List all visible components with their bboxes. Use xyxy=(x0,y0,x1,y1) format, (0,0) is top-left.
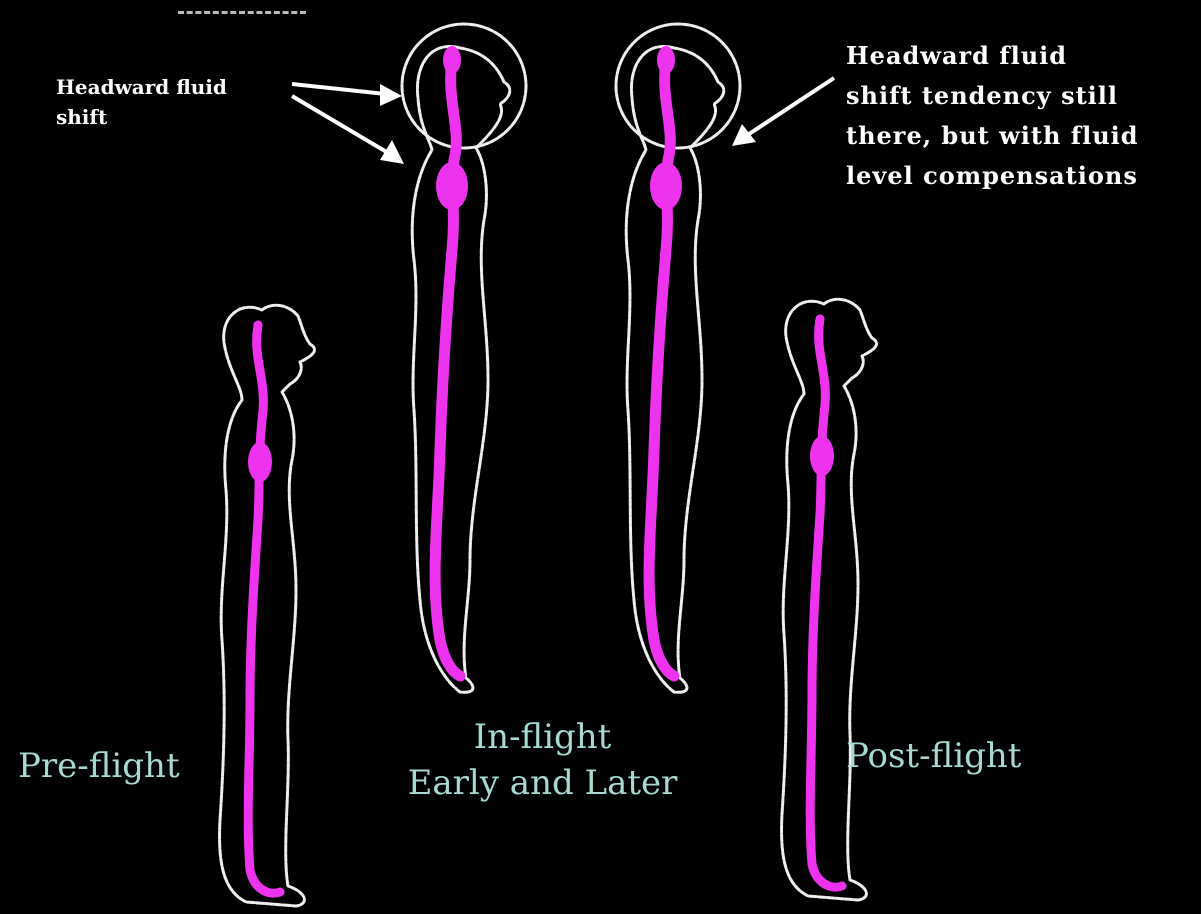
pre-flight-label: Pre-flight xyxy=(18,744,180,788)
figure-in-flight-early xyxy=(402,24,526,692)
arrow-to-head-right xyxy=(732,78,834,146)
post-flight-label: Post-flight xyxy=(846,734,1021,778)
headward-fluid-shift-label: Headward fluid shift xyxy=(56,72,291,132)
arrow-to-head-lower xyxy=(292,96,404,164)
in-flight-label: In-flight Early and Later xyxy=(380,714,705,806)
figure-post-flight xyxy=(782,299,877,900)
figure-pre-flight xyxy=(220,305,315,906)
headward-tendency-label: Headward fluid shift tendency still ther… xyxy=(846,36,1201,196)
arrow-to-head-upper xyxy=(292,84,402,106)
figure-in-flight-later xyxy=(616,24,740,692)
